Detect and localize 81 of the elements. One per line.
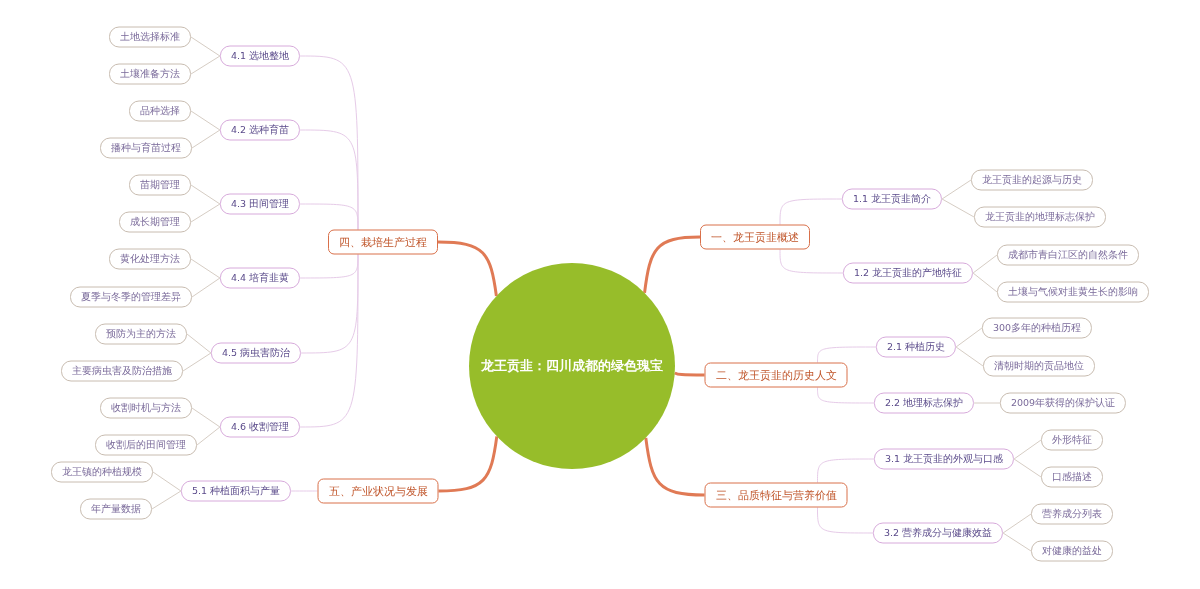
subtopic-box: 4.6 收割管理 bbox=[219, 416, 301, 438]
topic-box: 一、龙王贡韭概述 bbox=[700, 224, 810, 250]
connector-line bbox=[190, 258, 221, 279]
leaf-box: 成长期管理 bbox=[119, 211, 191, 233]
connector-line bbox=[644, 437, 705, 497]
leaf-box: 2009年获得的保护认证 bbox=[999, 392, 1127, 414]
connector-line bbox=[190, 36, 221, 57]
subtopic-box: 4.4 培育韭黄 bbox=[219, 267, 301, 289]
leaf-box: 成都市青白江区的自然条件 bbox=[997, 244, 1139, 266]
connector-line bbox=[817, 507, 874, 534]
leaf-box: 播种与育苗过程 bbox=[100, 137, 192, 159]
connector-line bbox=[674, 371, 705, 377]
leaf-box: 土壤与气候对韭黄生长的影响 bbox=[997, 281, 1149, 303]
subtopic-box: 4.1 选地整地 bbox=[219, 45, 301, 67]
leaf-box: 龙王贡韭的地理标志保护 bbox=[974, 206, 1106, 228]
connector-line bbox=[299, 254, 359, 428]
topic-box: 四、栽培生产过程 bbox=[328, 229, 438, 255]
leaf-box: 黄化处理方法 bbox=[109, 248, 191, 270]
subtopic-box: 2.1 种植历史 bbox=[875, 336, 957, 358]
connector-line bbox=[817, 387, 875, 404]
subtopic-box: 4.3 田间管理 bbox=[219, 193, 301, 215]
leaf-box: 品种选择 bbox=[129, 100, 191, 122]
connector-line bbox=[190, 55, 221, 75]
leaf-box: 对健康的益处 bbox=[1031, 540, 1113, 562]
connector-line bbox=[1002, 532, 1032, 552]
leaf-box: 主要病虫害及防治措施 bbox=[61, 360, 183, 382]
leaf-box: 清朝时期的贡品地位 bbox=[983, 355, 1095, 377]
leaf-box: 土壤准备方法 bbox=[109, 63, 191, 85]
connector-line bbox=[817, 458, 875, 483]
leaf-box: 300多年的种植历程 bbox=[981, 317, 1093, 339]
connector-line bbox=[182, 352, 212, 372]
connector-line bbox=[191, 129, 221, 149]
connector-line bbox=[941, 198, 975, 218]
connector-line bbox=[972, 254, 998, 274]
connector-line bbox=[941, 179, 972, 200]
connector-line bbox=[299, 203, 359, 230]
connector-line bbox=[151, 490, 182, 510]
connector-line bbox=[190, 110, 221, 131]
subtopic-box: 3.1 龙王贡韭的外观与口感 bbox=[873, 448, 1015, 470]
connector-line bbox=[643, 235, 701, 294]
leaf-box: 龙王贡韭的起源与历史 bbox=[971, 169, 1093, 191]
central-topic-circle: 龙王贡韭：四川成都的绿色瑰宝 bbox=[469, 263, 675, 469]
connector-line bbox=[190, 203, 221, 223]
connector-line bbox=[955, 346, 984, 367]
connector-line bbox=[186, 333, 212, 354]
connector-line bbox=[972, 272, 998, 293]
leaf-box: 口感描述 bbox=[1041, 466, 1103, 488]
connector-line bbox=[779, 249, 844, 274]
leaf-box: 土地选择标准 bbox=[109, 26, 191, 48]
connector-line bbox=[190, 184, 221, 205]
leaf-box: 苗期管理 bbox=[129, 174, 191, 196]
connector-line bbox=[1002, 513, 1032, 534]
connector-line bbox=[438, 436, 499, 493]
subtopic-box: 3.2 营养成分与健康效益 bbox=[872, 522, 1004, 544]
connector-line bbox=[779, 198, 843, 225]
connector-line bbox=[191, 407, 221, 428]
leaf-box: 收割后的田间管理 bbox=[95, 434, 197, 456]
connector-line bbox=[955, 327, 983, 348]
subtopic-box: 2.2 地理标志保护 bbox=[873, 392, 975, 414]
connector-line bbox=[152, 471, 182, 492]
connector-line bbox=[437, 240, 498, 297]
topic-box: 二、龙王贡韭的历史人文 bbox=[704, 362, 848, 388]
leaf-box: 夏季与冬季的管理差异 bbox=[70, 286, 192, 308]
connector-line bbox=[191, 277, 221, 298]
connector-line bbox=[1013, 458, 1042, 478]
leaf-box: 营养成分列表 bbox=[1031, 503, 1113, 525]
subtopic-box: 4.5 病虫害防治 bbox=[210, 342, 302, 364]
connector-line bbox=[817, 346, 877, 363]
subtopic-box: 1.2 龙王贡韭的产地特征 bbox=[842, 262, 974, 284]
subtopic-box: 5.1 种植面积与产量 bbox=[180, 480, 292, 502]
leaf-box: 年产量数据 bbox=[80, 498, 152, 520]
connector-line bbox=[196, 426, 221, 446]
leaf-box: 收割时机与方法 bbox=[100, 397, 192, 419]
leaf-box: 龙王镇的种植规模 bbox=[51, 461, 153, 483]
leaf-box: 外形特征 bbox=[1041, 429, 1103, 451]
topic-box: 五、产业状况与发展 bbox=[317, 478, 439, 504]
subtopic-box: 1.1 龙王贡韭简介 bbox=[841, 188, 943, 210]
leaf-box: 预防为主的方法 bbox=[95, 323, 187, 345]
subtopic-box: 4.2 选种育苗 bbox=[219, 119, 301, 141]
topic-box: 三、品质特征与营养价值 bbox=[704, 482, 848, 508]
connector-line bbox=[1013, 439, 1042, 460]
